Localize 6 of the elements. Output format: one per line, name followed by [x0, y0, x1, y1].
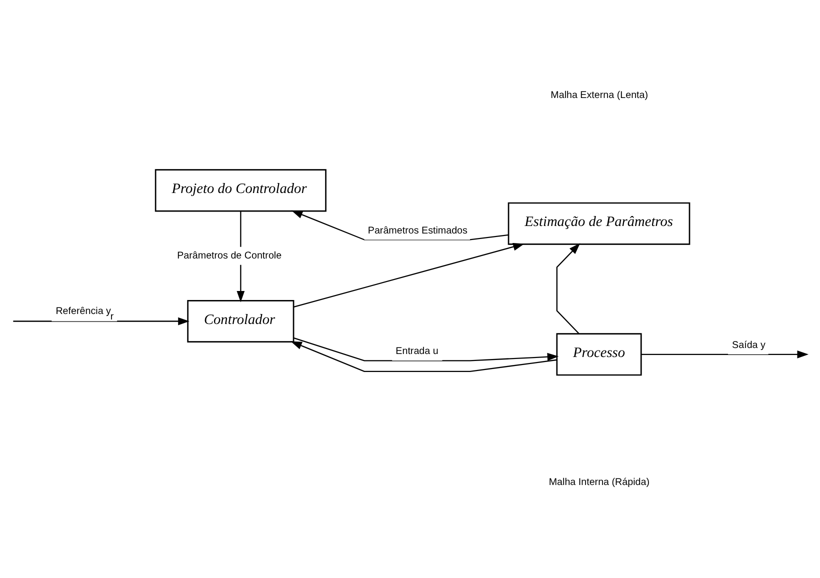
label: Malha Externa (Lenta) [550, 90, 648, 102]
edge-label: Parâmetros Estimados [368, 225, 468, 236]
edge-label: Entrada u [396, 346, 438, 358]
edge-label: Saída y [732, 340, 766, 351]
edge-label: Parâmetros de Controle [177, 250, 282, 262]
label: Malha Interna (Rápida) [548, 477, 650, 488]
